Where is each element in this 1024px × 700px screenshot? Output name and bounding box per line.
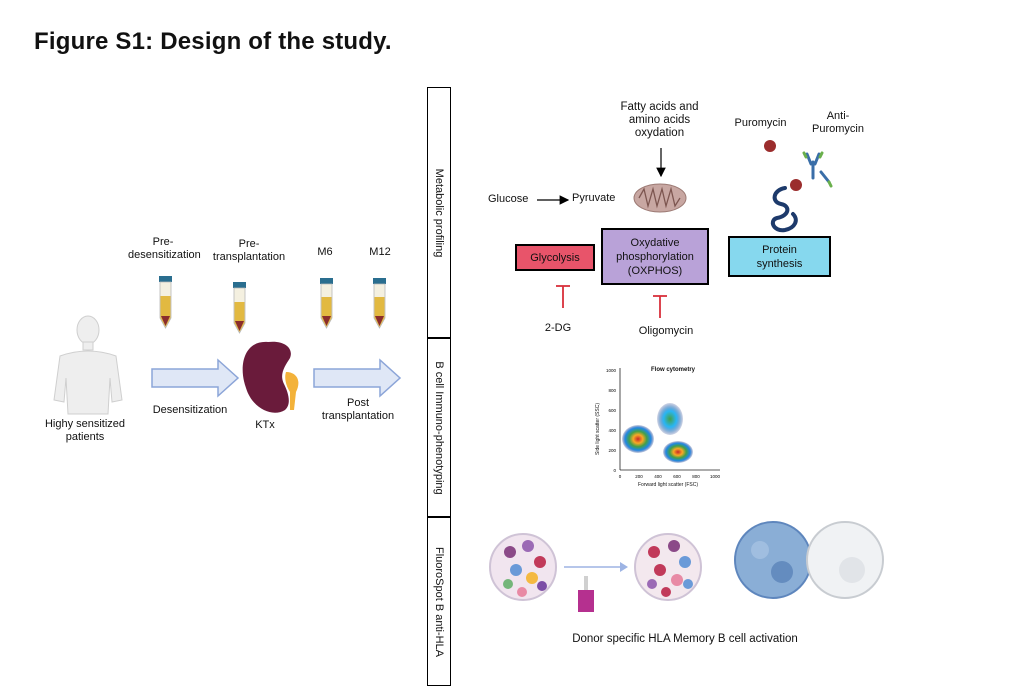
x-tick-label: 0: [619, 474, 622, 479]
y-tick-label: 0: [613, 468, 616, 473]
anti-puromycin-label: Anti-Puromycin: [812, 110, 864, 135]
flow-cytometry-plot: 0 200 400 600 800 1000 0 200 400 600 800 1000: [606, 368, 721, 479]
y-tick-label: 200: [608, 448, 616, 453]
x-tick-label: 600: [673, 474, 681, 479]
pyruvate-label: Pyruvate: [572, 192, 616, 204]
antibody-icon: [802, 151, 833, 188]
fluorospot-graphics: [489, 521, 884, 612]
flow-plot-title: Flow cytometry: [650, 367, 695, 373]
sample-tube-icon: [233, 282, 246, 334]
post-transplantation-arrow: [313, 358, 402, 398]
x-tick-label: 200: [635, 474, 643, 479]
cell-population: [663, 441, 693, 463]
timepoint-label: Pre-desensitization: [128, 236, 201, 261]
petri-dish-icon: [489, 533, 557, 601]
timepoint-label: M12: [369, 246, 391, 258]
y-tick-label: 400: [608, 428, 616, 433]
kidney-icon: [242, 341, 299, 413]
glucose-label: Glucose: [488, 193, 529, 205]
patient-silhouette-icon: [53, 315, 123, 415]
figure-title: Figure S1: Design of the study.: [34, 28, 392, 55]
timeline-graphics: [53, 276, 402, 415]
desensitization-label: Desensitization: [152, 404, 228, 416]
fluorospot-panel-title: FluoroSpot B anti-HLA: [433, 546, 445, 657]
puromycin-bound-icon: [790, 179, 802, 191]
inhibition-icon: [653, 295, 667, 318]
inhibitor-oligomycin-label: Oligomycin: [638, 325, 694, 337]
flow-xlabel: Forward light scatter (FSC): [637, 482, 698, 488]
timepoint-label: M6: [317, 246, 333, 258]
oxphos-box: Oxydative phosphorylation (OXPHOS): [601, 228, 709, 285]
puromycin-molecule-icon: [764, 140, 776, 152]
protein-synthesis-box: Protein synthesis: [728, 236, 831, 277]
immunophenotyping-panel-title: B cell Immuno-phenotyping: [433, 360, 445, 495]
mitochondrion-icon: [633, 183, 687, 213]
y-tick-label: 800: [608, 388, 616, 393]
fluorospot-well-negative: [806, 521, 884, 599]
panel-label-metabolic: Metabolic profiling: [427, 87, 451, 338]
cell-population: [622, 425, 654, 453]
glycolysis-label: Glycolysis: [530, 251, 580, 264]
sample-tube-icon: [159, 276, 172, 329]
sample-tube-icon: [320, 278, 333, 329]
x-tick-label: 800: [692, 474, 700, 479]
sample-tube-icon: [373, 278, 386, 329]
fluorospot-caption: Donor specific HLA Memory B cell activat…: [572, 633, 798, 645]
x-tick-label: 400: [654, 474, 662, 479]
y-tick-label: 600: [608, 408, 616, 413]
post-transplantation-label: Post transplantation: [321, 397, 395, 422]
inhibitor-2dg-label: 2-DG: [544, 322, 572, 334]
fatty-acids-label: Fatty acids and amino acids oxydation: [620, 101, 699, 139]
timepoint-label: Pre-transplantation: [212, 238, 286, 263]
reagent-tube-icon: [578, 576, 594, 612]
metabolic-graphics: [537, 140, 833, 318]
protein-synthesis-label: Protein synthesis: [756, 243, 803, 270]
inhibition-icon: [556, 285, 570, 308]
petri-dish-icon: [634, 533, 702, 601]
panel-label-immunophenotyping: B cell Immuno-phenotyping: [427, 338, 451, 517]
puromycin-label: Puromycin: [734, 117, 787, 129]
oxphos-label: Oxydative phosphorylation (OXPHOS): [616, 236, 694, 277]
ktx-label: KTx: [255, 419, 275, 431]
glycolysis-box: Glycolysis: [515, 244, 595, 271]
y-tick-label: 1000: [606, 368, 617, 373]
cell-population: [657, 403, 683, 435]
patient-label: Highy sensitized patients: [44, 418, 126, 443]
x-tick-label: 1000: [710, 474, 721, 479]
panel-label-fluorospot: FluoroSpot B anti-HLA: [427, 517, 451, 686]
flow-ylabel: Side light scatter (SSC): [595, 403, 601, 455]
fluorospot-well-positive: [734, 521, 812, 599]
protein-icon: [770, 186, 798, 233]
desensitization-arrow: [151, 358, 240, 398]
metabolic-panel-title: Metabolic profiling: [433, 168, 445, 257]
